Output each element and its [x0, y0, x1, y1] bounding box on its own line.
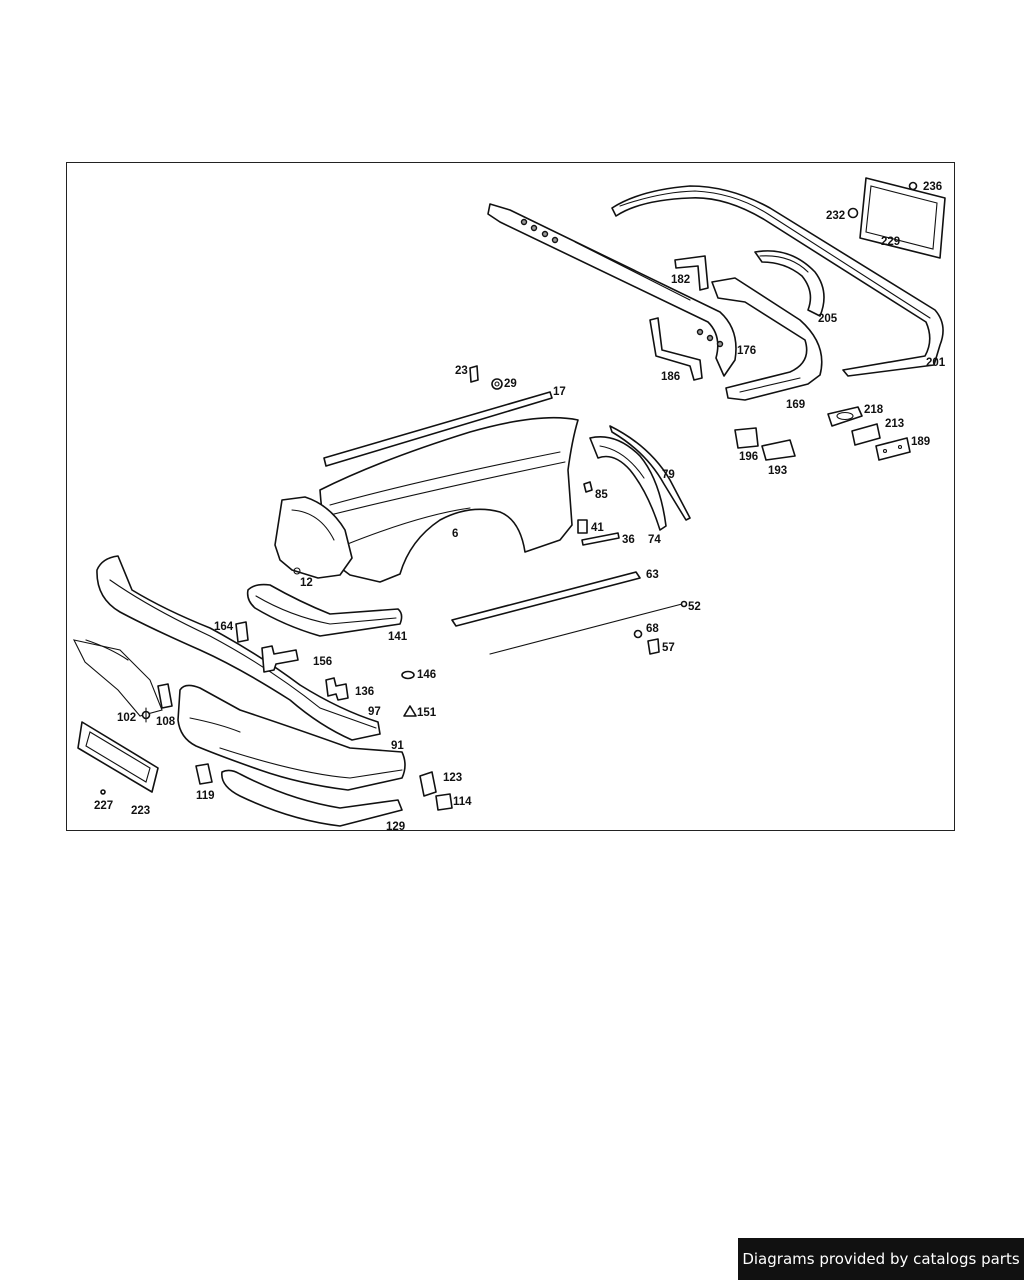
- part-129: [221, 769, 403, 827]
- part-232: [847, 207, 859, 219]
- part-23: [469, 365, 479, 383]
- label-232: 232: [826, 210, 845, 222]
- label-151: 151: [417, 707, 437, 719]
- label-141: 141: [388, 631, 408, 643]
- part-63: [451, 571, 641, 627]
- label-108: 108: [156, 716, 176, 728]
- part-236: [908, 181, 918, 191]
- part-85: [583, 481, 593, 493]
- part-176: [487, 203, 737, 377]
- label-196: 196: [739, 451, 758, 463]
- label-189: 189: [911, 436, 930, 448]
- part-196: [734, 427, 759, 449]
- label-186: 186: [661, 371, 680, 383]
- part-218: [827, 406, 863, 427]
- label-136: 136: [355, 686, 374, 698]
- label-114: 114: [453, 796, 472, 808]
- label-6: 6: [452, 528, 458, 540]
- part-36: [581, 532, 620, 546]
- label-123: 123: [443, 772, 462, 784]
- part-57: [647, 638, 660, 655]
- label-119: 119: [196, 790, 215, 802]
- part-229: [859, 177, 946, 259]
- part-169: [711, 277, 823, 401]
- part-labels: 236 232 229 182 205 176 186 201 169 23 2…: [94, 181, 946, 833]
- label-205: 205: [818, 313, 838, 325]
- part-17: [323, 391, 553, 467]
- label-182: 182: [671, 274, 690, 286]
- credit-banner: Diagrams provided by catalogs parts: [738, 1238, 1024, 1280]
- part-123: [419, 771, 437, 797]
- part-182: [674, 255, 709, 291]
- frame-rail: [72, 639, 163, 717]
- part-114: [435, 793, 453, 811]
- label-29: 29: [504, 378, 517, 390]
- label-91: 91: [391, 740, 404, 752]
- part-74: [589, 436, 667, 531]
- part-213: [851, 423, 881, 446]
- part-68: [633, 629, 643, 639]
- part-29: [491, 378, 503, 390]
- part-6: [319, 416, 579, 583]
- label-164: 164: [214, 621, 234, 633]
- label-236: 236: [923, 181, 942, 193]
- part-205: [754, 250, 825, 317]
- label-36: 36: [622, 534, 635, 546]
- part-91: [177, 684, 406, 791]
- part-102: [141, 707, 151, 723]
- label-201: 201: [926, 357, 946, 369]
- label-129: 129: [386, 821, 405, 833]
- label-97: 97: [368, 706, 381, 718]
- label-85: 85: [595, 489, 608, 501]
- label-23: 23: [455, 365, 468, 377]
- label-17: 17: [553, 386, 566, 398]
- label-213: 213: [885, 418, 904, 430]
- label-169: 169: [786, 399, 805, 411]
- part-141: [246, 583, 403, 637]
- part-108: [157, 683, 173, 709]
- label-176: 176: [737, 345, 756, 357]
- label-102: 102: [117, 712, 136, 724]
- part-52: [489, 600, 688, 655]
- label-63: 63: [646, 569, 659, 581]
- part-151: [403, 705, 417, 717]
- label-218: 218: [864, 404, 884, 416]
- label-223: 223: [131, 805, 150, 817]
- part-189: [875, 437, 911, 461]
- label-227: 227: [94, 800, 113, 812]
- part-193: [761, 439, 796, 461]
- label-52: 52: [688, 601, 701, 613]
- label-74: 74: [648, 534, 661, 546]
- label-41: 41: [591, 522, 604, 534]
- label-57: 57: [662, 642, 675, 654]
- part-12: [274, 496, 353, 579]
- label-79: 79: [662, 469, 675, 481]
- part-186: [649, 317, 703, 381]
- part-146: [401, 670, 415, 680]
- part-79: [609, 425, 691, 521]
- label-193: 193: [768, 465, 787, 477]
- part-97: [96, 555, 381, 741]
- label-68: 68: [646, 623, 659, 635]
- label-146: 146: [417, 669, 436, 681]
- label-156: 156: [313, 656, 332, 668]
- part-223: [77, 721, 159, 793]
- part-119: [195, 763, 213, 785]
- part-201: [611, 185, 944, 377]
- part-156: [261, 645, 299, 673]
- part-227: [100, 789, 106, 795]
- label-12: 12: [300, 577, 313, 589]
- label-229: 229: [881, 236, 900, 248]
- part-136: [325, 677, 349, 701]
- part-41: [577, 519, 588, 534]
- part-164: [235, 621, 249, 643]
- credit-text: Diagrams provided by catalogs parts: [742, 1250, 1020, 1268]
